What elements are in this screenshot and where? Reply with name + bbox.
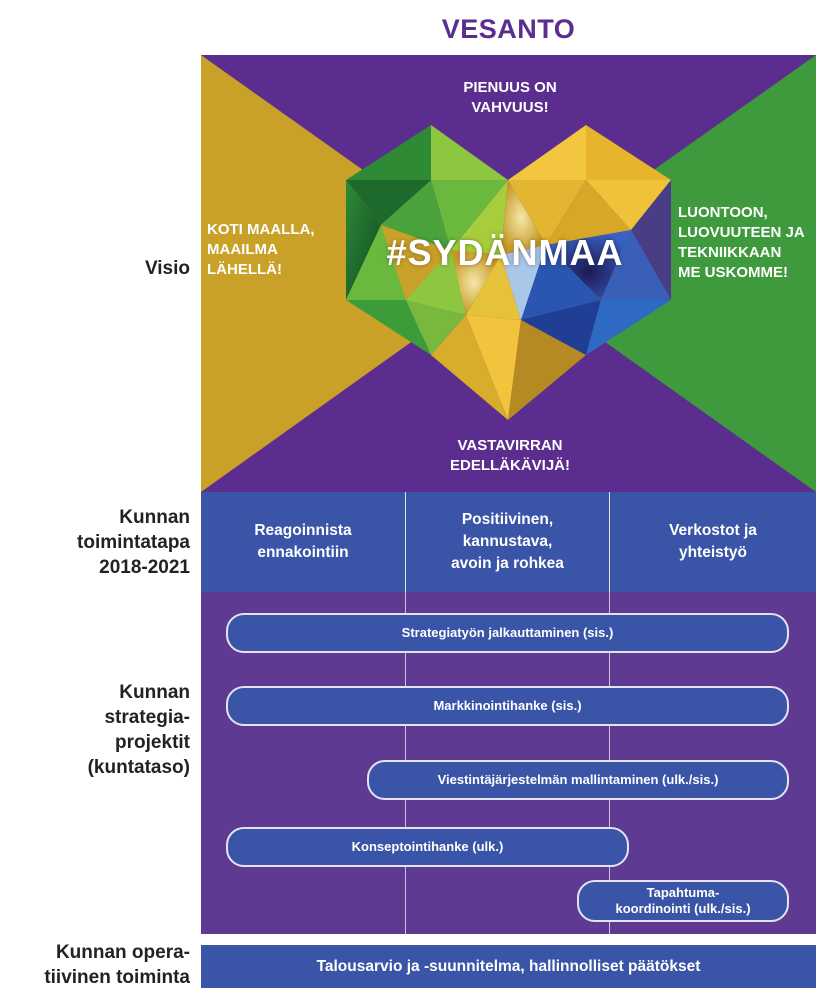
row-label-operatiivinen: Kunnan opera- tiivinen toiminta	[44, 942, 190, 988]
toimintatapa-divider-2	[609, 492, 610, 592]
heart-mosaic	[346, 125, 671, 420]
vision-center-hashtag: #SYDÄNMAA	[386, 232, 624, 273]
project-viestintajarjestelma: Viestintäjärjestelmän mallintaminen (ulk…	[367, 760, 789, 800]
vision-graphic	[201, 55, 816, 492]
row-label-toimintatapa: Kunnan toimintatapa 2018-2021	[77, 507, 190, 578]
project-strategiatyo: Strategiatyön jalkauttaminen (sis.)	[226, 613, 789, 653]
toimintatapa-divider-1	[405, 492, 406, 592]
project-konseptointihanke: Konseptointihanke (ulk.)	[226, 827, 629, 867]
project-markkinointihanke: Markkinointihanke (sis.)	[226, 686, 789, 726]
operations-bar: Talousarvio ja -suunnitelma, hallinnolli…	[201, 945, 816, 988]
page-title: VESANTO	[441, 14, 576, 44]
row-label-visio: Visio	[144, 258, 190, 279]
toimintatapa-cell-2: Positiivinen,kannustava,avoin ja rohkea	[406, 492, 609, 592]
project-tapahtumakoordinointi: Tapahtuma-koordinointi (ulk./sis.)	[577, 880, 789, 922]
row-label-projektit: Kunnan strategia- projektit (kuntataso)	[87, 682, 190, 778]
